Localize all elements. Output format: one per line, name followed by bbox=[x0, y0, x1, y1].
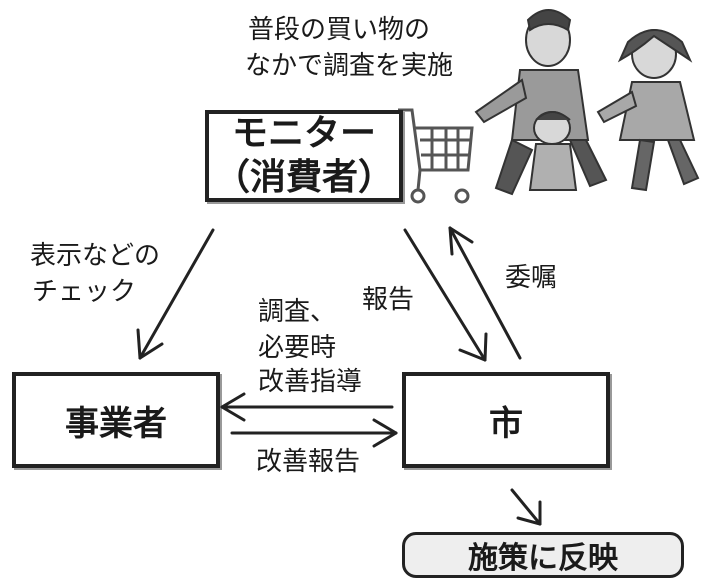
arrow-city-to-monitor bbox=[448, 226, 522, 360]
city-label: 市 bbox=[489, 403, 523, 444]
caption-line-1: 普段の買い物の bbox=[248, 15, 431, 45]
improvement-report-label: 改善報告 bbox=[256, 447, 361, 477]
commission-label: 委嘱 bbox=[505, 263, 558, 293]
arrow-monitor-to-city bbox=[403, 228, 488, 362]
survey-label-line-3: 改善指導 bbox=[258, 367, 363, 397]
monitor-box: モニター （消費者） bbox=[205, 110, 403, 202]
report-label: 報告 bbox=[362, 285, 415, 315]
survey-label-line-2: 必要時 bbox=[258, 333, 337, 363]
survey-label-line-1: 調査、 bbox=[258, 297, 337, 327]
caption-line-2: なかで調査を実施 bbox=[245, 51, 454, 81]
girl-figure-icon bbox=[596, 29, 700, 192]
arrow-city-to-business bbox=[220, 392, 394, 422]
check-label-line-1: 表示などの bbox=[30, 241, 161, 271]
policy-label: 施策に反映 bbox=[468, 541, 618, 576]
shopping-cart-icon bbox=[398, 108, 474, 204]
business-label: 事業者 bbox=[65, 403, 167, 444]
monitor-label: モニター （消費者） bbox=[213, 113, 394, 198]
business-box: 事業者 bbox=[12, 372, 220, 468]
policy-banner: 施策に反映 bbox=[402, 532, 684, 578]
child-figure-icon bbox=[528, 111, 578, 191]
arrow-monitor-to-business bbox=[136, 228, 215, 360]
arrow-business-to-city bbox=[230, 418, 398, 448]
check-label-line-2: チェック bbox=[32, 277, 137, 307]
arrow-city-to-policy bbox=[510, 488, 542, 526]
city-box: 市 bbox=[402, 372, 610, 468]
